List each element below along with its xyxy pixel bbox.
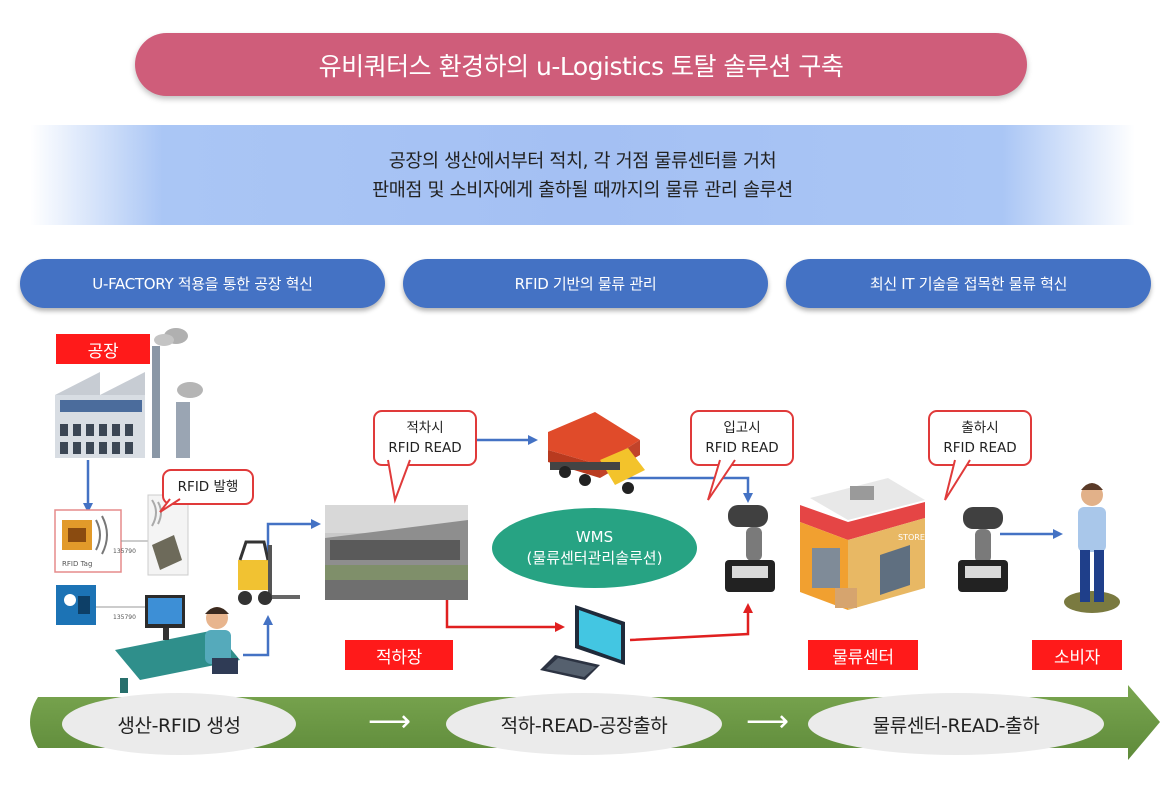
callout-receiving-read: 입고시 RFID READ — [690, 410, 794, 466]
stage-loading: 적하-READ-공장출하 — [446, 693, 722, 755]
factory-icon — [55, 328, 203, 458]
stage-logistics: 물류센터-READ-출하 — [808, 693, 1104, 755]
callout-shipping-read: 출하시 RFID READ — [928, 410, 1032, 466]
phase-ufactory: U-FACTORY 적용을 통한 공장 혁신 — [20, 259, 385, 308]
wms-title: WMS — [575, 528, 614, 546]
tag-number-2: 135790 — [113, 614, 136, 621]
label-consumer: 소비자 — [1032, 640, 1122, 670]
label-logistics-center: 물류센터 — [808, 640, 918, 670]
callout-shipping-line-2: RFID READ — [943, 440, 1017, 456]
warehouse-photo — [325, 505, 468, 600]
chip-icon — [147, 494, 189, 576]
callout-receiving-line-1: 입고시 — [723, 420, 761, 436]
store-icon: STORE — [800, 478, 925, 610]
stage-arrow-2: ⟶ — [746, 704, 790, 739]
worker-computer-icon — [115, 595, 240, 693]
subtitle: 공장의 생산에서부터 적치, 각 거점 물류센터를 거처 판매점 및 소비자에게… — [30, 147, 1135, 205]
phase-it-innovation: 최신 IT 기술을 접목한 물류 혁신 — [786, 259, 1151, 308]
wms-badge: WMS (물류센터관리솔루션) — [492, 508, 697, 588]
subtitle-band — [30, 125, 1135, 225]
truck-icon — [548, 412, 645, 494]
phase-rfid-logistics: RFID 기반의 물류 관리 — [403, 259, 768, 308]
stage-production: 생산-RFID 생성 — [62, 693, 296, 755]
forklift-icon — [238, 540, 300, 605]
store-sign: STORE — [898, 533, 925, 542]
rfid-tag-icon: RFID Tag 135790 — [54, 509, 148, 573]
callout-rfid-issue: RFID 발행 — [162, 469, 254, 505]
label-factory: 공장 — [56, 334, 150, 364]
callout-loading-line-1: 적차시 — [406, 420, 444, 436]
callout-loading-read: 적차시 RFID READ — [373, 410, 477, 466]
consumer-icon — [1064, 483, 1120, 613]
connectors-red — [445, 600, 753, 642]
rfid-tag-caption: RFID Tag — [62, 560, 92, 568]
callout-receiving-line-2: RFID READ — [705, 440, 779, 456]
callout-loading-line-2: RFID READ — [388, 440, 462, 456]
rfid-card-icon: 135790 — [56, 585, 148, 625]
computer-icon — [540, 605, 625, 680]
tag-number-1: 135790 — [113, 548, 136, 555]
rfid-scanner-icon — [725, 505, 775, 592]
subtitle-line-1: 공장의 생산에서부터 적치, 각 거점 물류센터를 거처 — [388, 151, 777, 172]
callout-shipping-line-1: 출하시 — [961, 420, 999, 436]
callout-rfid-issue-text: RFID 발행 — [177, 479, 239, 495]
label-loading-dock: 적하장 — [345, 640, 453, 670]
rfid-scanner-icon — [958, 507, 1008, 592]
main-title: 유비쿼터스 환경하의 u-Logistics 토탈 솔루션 구축 — [135, 33, 1027, 96]
wms-subtitle: (물류센터관리솔루션) — [526, 549, 663, 567]
subtitle-line-2: 판매점 및 소비자에게 출하될 때까지의 물류 관리 솔루션 — [372, 180, 793, 201]
stage-arrow-1: ⟶ — [368, 704, 412, 739]
